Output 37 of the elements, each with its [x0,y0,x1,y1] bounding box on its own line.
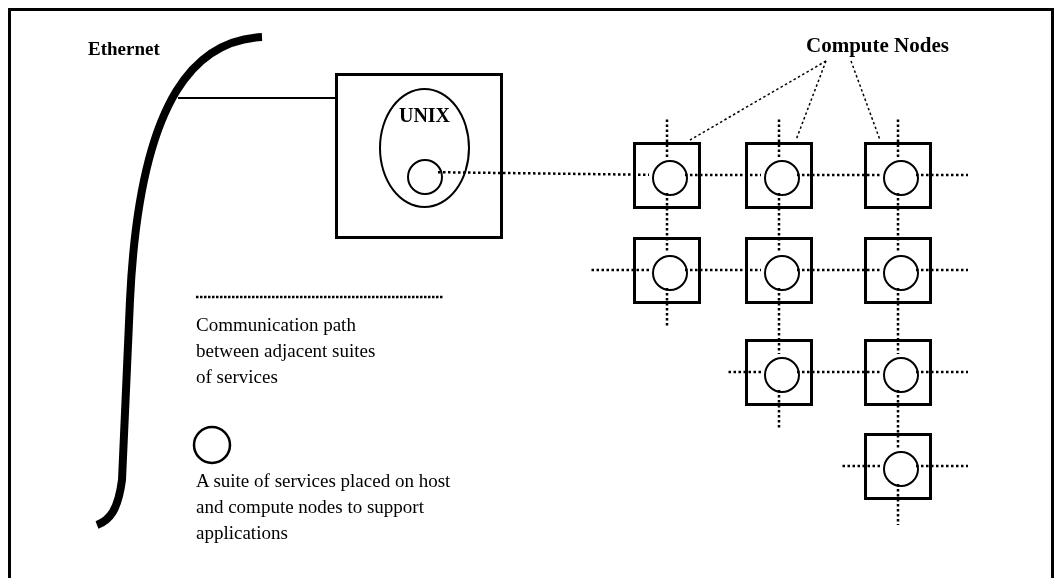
leader-line [850,60,881,141]
legend-text: Communication path between adjacent suites of services [196,313,377,389]
compute-node-box [864,433,932,500]
os-ellipse [379,88,470,208]
service-circle [407,159,443,195]
communication-path [590,268,649,272]
legend-text: A suite of services placed on host and compute nodes to support applications [196,469,452,545]
communication-path [438,170,649,177]
compute-node-box [745,237,813,304]
compute-node-box [745,142,813,209]
communication-path [727,370,761,374]
compute-node-box [633,142,701,209]
connection-line [177,97,336,99]
service-circle [652,160,688,196]
communication-path [777,118,781,157]
service-circle [883,451,919,487]
communication-path [842,464,880,468]
compute-node-box [864,142,932,209]
leader-line [795,60,827,141]
group-label: Compute Nodes [806,33,986,59]
service-circle [764,255,800,291]
service-circle [883,357,919,393]
service-circle [883,160,919,196]
compute-node-box [864,339,932,406]
service-circle [652,255,688,291]
service-circle [883,255,919,291]
os-label: UNIX [397,104,452,127]
service-circle [764,357,800,393]
service-circle [764,160,800,196]
communication-path [665,118,669,157]
leader-line [689,60,827,141]
compute-node-box [864,237,932,304]
host-computer-box [335,73,503,239]
network-label: Ethernet [88,38,160,60]
compute-node-box [633,237,701,304]
communication-path [896,118,900,157]
compute-node-box [745,339,813,406]
